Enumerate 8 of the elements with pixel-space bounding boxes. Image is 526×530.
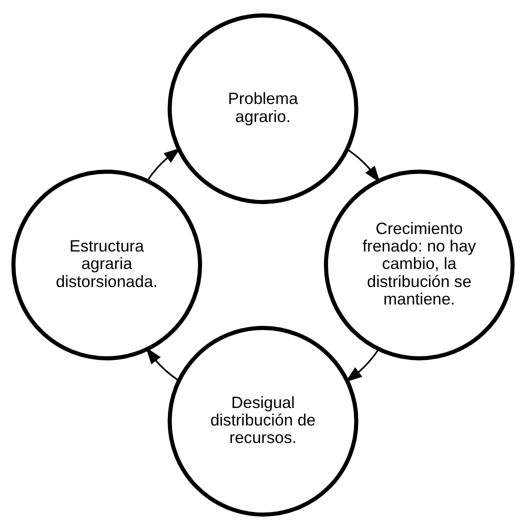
node-circle: Desigual distribución de recursos. (168, 326, 358, 517)
node-circle: Problema agrario. (168, 13, 358, 204)
node-circle: Estructura agraria distorsionada. (11, 170, 202, 360)
arrow (345, 349, 380, 382)
arrow (347, 148, 380, 183)
arrow (146, 148, 181, 181)
arrow (146, 347, 179, 382)
node-circle: Crecimiento frenado: no hay cambio, la distribución se mantiene. (324, 170, 515, 360)
